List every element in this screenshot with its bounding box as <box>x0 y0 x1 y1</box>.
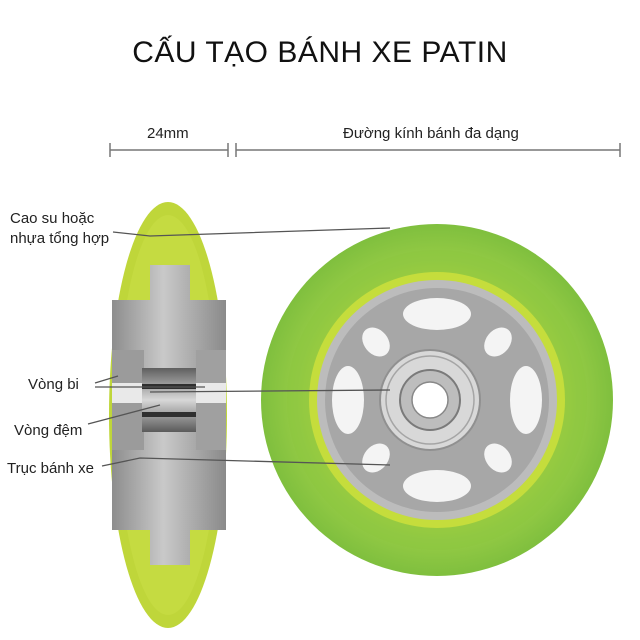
leader-axle <box>101 457 391 467</box>
leader-tire <box>112 227 391 237</box>
tire-label-line2: nhựa tổng hợp <box>10 230 110 247</box>
spacer-label: Vòng đệm <box>14 422 83 439</box>
width-dimension-label: 24mm <box>147 125 189 142</box>
dimension-width <box>109 143 229 157</box>
diagram-title: CẤU TẠO BÁNH XE PATIN <box>132 36 508 69</box>
wheel-front-view <box>261 224 613 576</box>
dimension-diameter <box>235 143 621 157</box>
diameter-dimension-label: Đường kính bánh đa dạng <box>343 125 519 142</box>
leader-center <box>149 389 391 393</box>
leader-spacer <box>87 404 161 425</box>
bearing-label: Vòng bi <box>28 376 79 393</box>
leader-bearing <box>94 375 119 384</box>
tire-label-line1: Cao su hoặc <box>10 210 95 227</box>
wheel-side-view <box>109 202 227 628</box>
axle-label: Trục bánh xe <box>7 460 94 477</box>
